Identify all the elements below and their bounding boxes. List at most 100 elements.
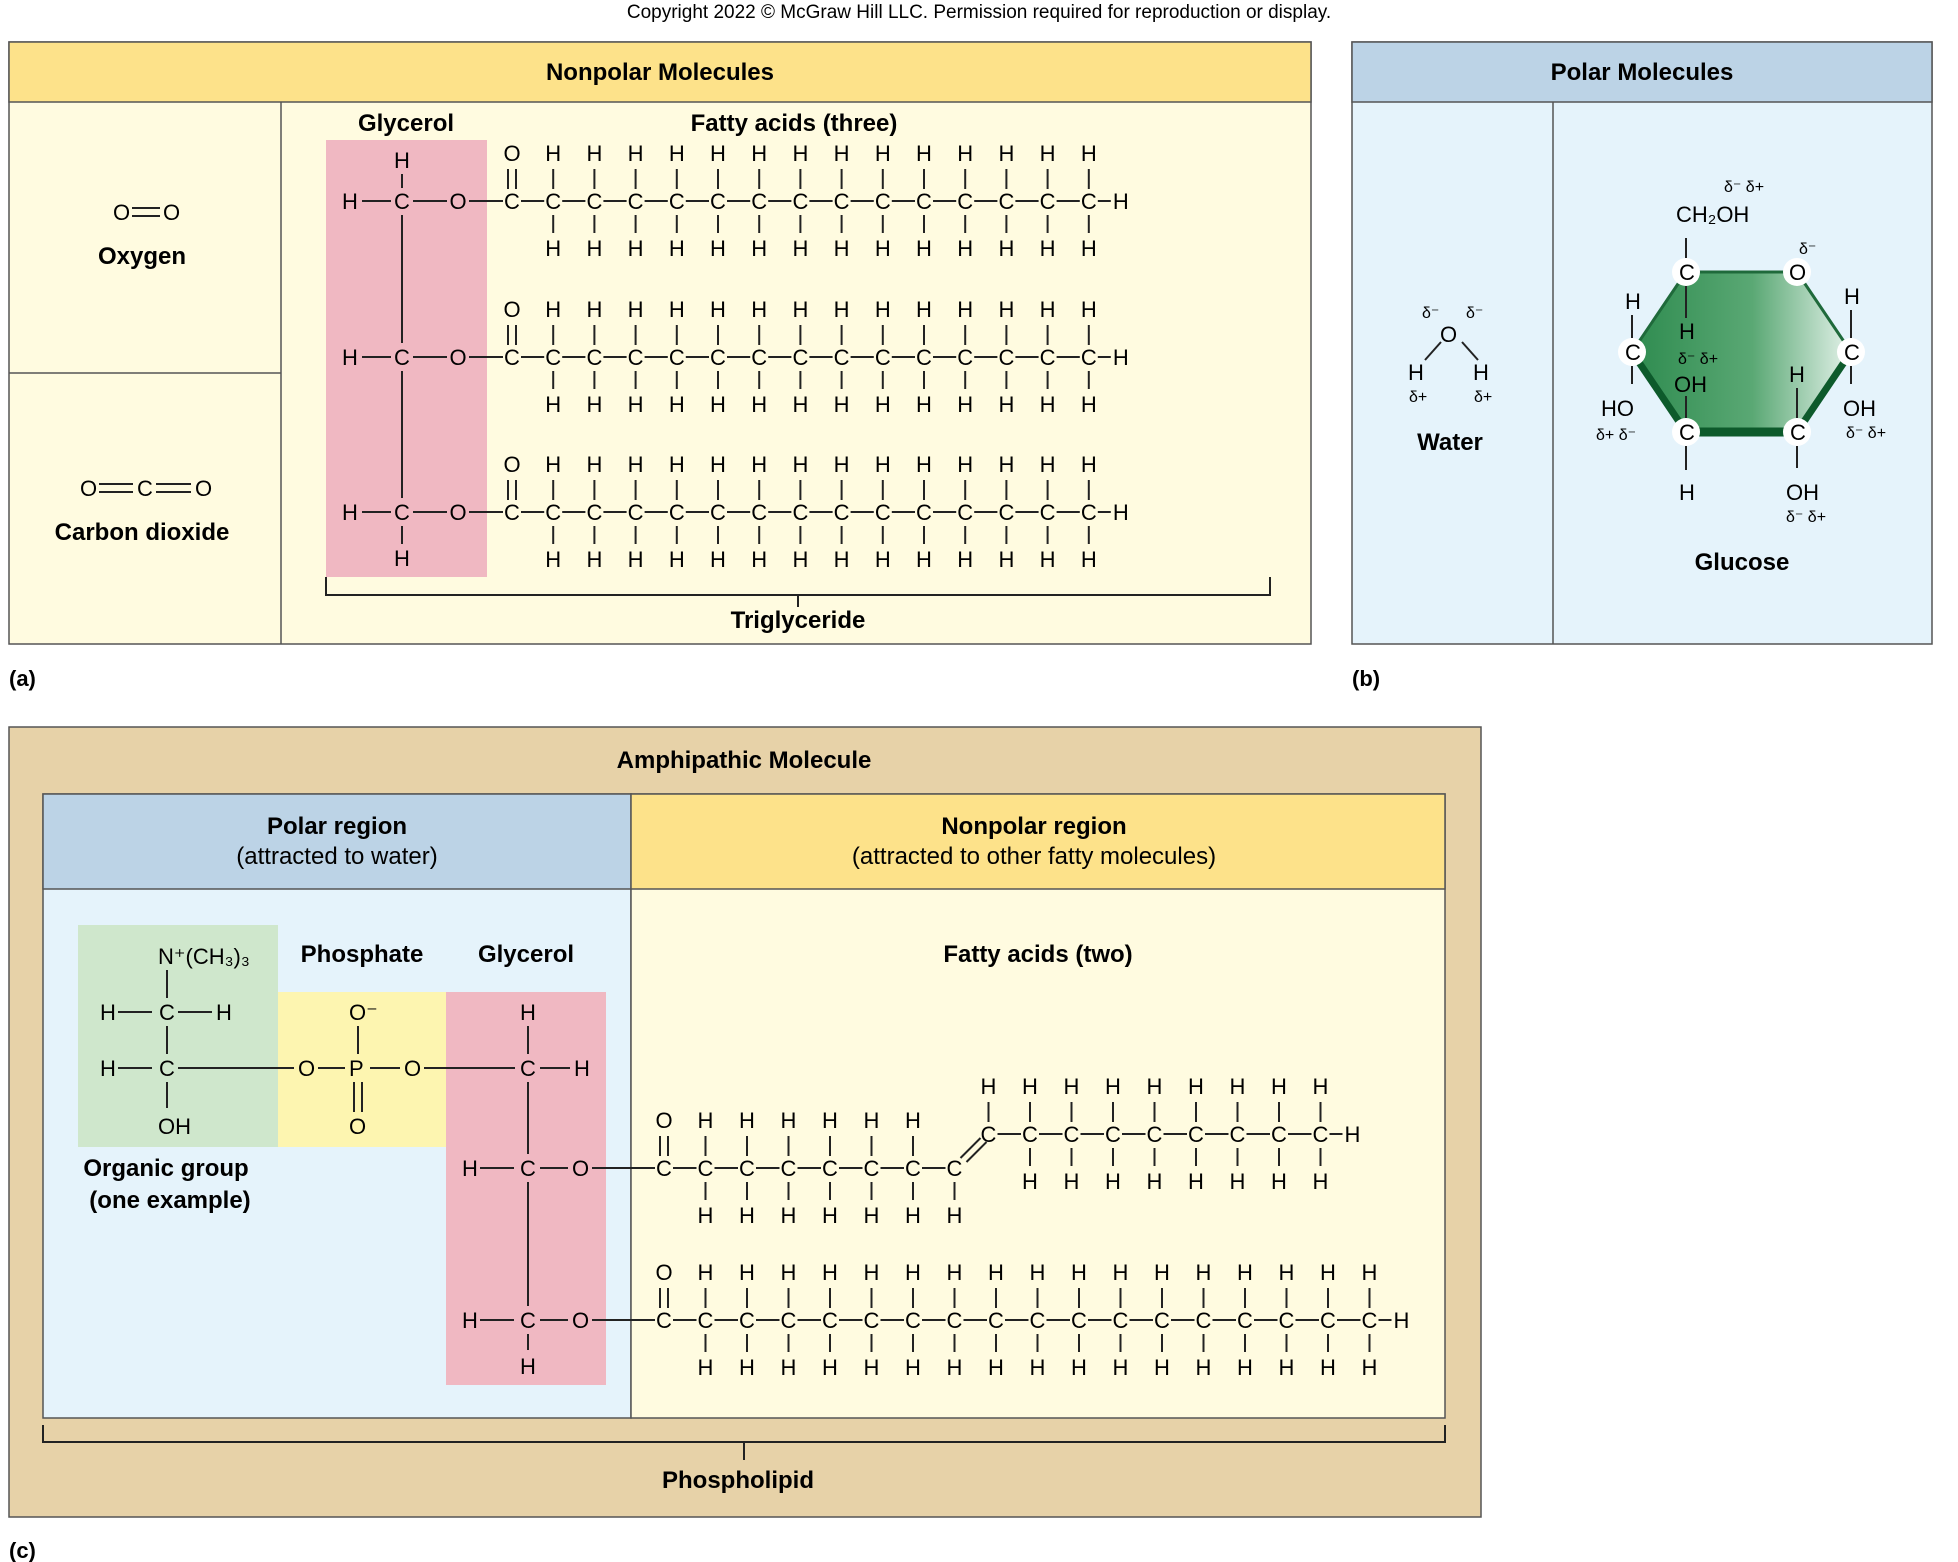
hydrogen: H — [710, 392, 726, 417]
hydrogen: H — [916, 547, 932, 572]
carbonyl-carbon: C — [504, 500, 520, 525]
panel-b: Polar Molecules δ⁻ δ⁻ O H H δ+ δ+ Water — [1351, 41, 1933, 691]
hydrogen: H — [822, 1260, 838, 1285]
hydrogen: H — [710, 547, 726, 572]
svg-text:δ⁻: δ⁻ — [1422, 305, 1439, 322]
hydrogen: H — [1345, 1122, 1361, 1147]
carbon: C — [1147, 1122, 1163, 1147]
copyright-text: Copyright 2022 © McGraw Hill LLC. Permis… — [627, 2, 1331, 23]
hydrogen: H — [998, 141, 1014, 166]
phosphate-label: Phosphate — [301, 941, 424, 968]
svg-text:H: H — [1408, 360, 1424, 385]
hydrogen: H — [916, 392, 932, 417]
hydrogen: H — [1022, 1169, 1038, 1194]
svg-text:C: C — [1679, 260, 1695, 285]
hydrogen: H — [957, 297, 973, 322]
hydrogen: H — [1147, 1074, 1163, 1099]
hydrogen: H — [628, 392, 644, 417]
carbon: C — [1071, 1308, 1087, 1333]
hydrogen: H — [710, 236, 726, 261]
hydrogen: H — [342, 500, 358, 525]
hydrogen: H — [957, 547, 973, 572]
panel-b-letter: (b) — [1352, 666, 1380, 691]
hydrogen: H — [628, 236, 644, 261]
carbon: C — [905, 1156, 921, 1181]
carbonyl-carbon: C — [504, 345, 520, 370]
hydrogen: H — [916, 236, 932, 261]
svg-text:H: H — [520, 1354, 536, 1379]
carbon: C — [781, 1156, 797, 1181]
hydrogen: H — [1064, 1169, 1080, 1194]
panel-a: Nonpolar Molecules O O Oxygen O C O Carb… — [8, 41, 1312, 691]
carbon: C — [864, 1156, 880, 1181]
carbon: C — [1040, 345, 1056, 370]
hydrogen: H — [698, 1355, 714, 1380]
hydrogen: H — [947, 1355, 963, 1380]
hydrogen: H — [916, 297, 932, 322]
svg-text:H: H — [1625, 289, 1641, 314]
hydrogen: H — [394, 148, 410, 173]
carbon: C — [669, 189, 685, 214]
svg-text:O: O — [163, 200, 180, 225]
svg-text:C: C — [520, 1056, 536, 1081]
hydrogen: H — [586, 297, 602, 322]
panel-a-body — [8, 41, 1312, 645]
hydrogen: H — [628, 141, 644, 166]
carbonyl-oxygen: O — [655, 1260, 672, 1285]
svg-text:C: C — [520, 1156, 536, 1181]
svg-text:δ⁻ δ+: δ⁻ δ+ — [1786, 509, 1826, 526]
carbon: C — [545, 189, 561, 214]
hydrogen: H — [710, 297, 726, 322]
hydrogen: H — [1147, 1169, 1163, 1194]
hydrogen: H — [710, 141, 726, 166]
carbon: C — [1362, 1308, 1378, 1333]
hydrogen: H — [1040, 236, 1056, 261]
hydrogen: H — [1040, 297, 1056, 322]
carbon: C — [628, 189, 644, 214]
hydrogen: H — [545, 452, 561, 477]
hydrogen: H — [834, 392, 850, 417]
svg-text:O: O — [572, 1308, 589, 1333]
carbon: C — [1196, 1308, 1212, 1333]
hydrogen: H — [875, 392, 891, 417]
hydrogen: H — [1081, 297, 1097, 322]
hydrogen: H — [957, 141, 973, 166]
hydrogen: H — [545, 141, 561, 166]
bond — [959, 1137, 982, 1159]
hydrogen: H — [822, 1355, 838, 1380]
hydrogen: H — [751, 452, 767, 477]
svg-text:O: O — [349, 1114, 366, 1139]
carbonyl-oxygen: O — [503, 452, 520, 477]
hydrogen: H — [1022, 1074, 1038, 1099]
carbon: C — [1188, 1122, 1204, 1147]
hydrogen: H — [1064, 1074, 1080, 1099]
carbon: C — [1230, 1122, 1246, 1147]
panel-a-title: Nonpolar Molecules — [546, 59, 774, 86]
hydrogen: H — [751, 392, 767, 417]
hydrogen: H — [1113, 1355, 1129, 1380]
hydrogen: H — [545, 236, 561, 261]
svg-text:C: C — [159, 1000, 175, 1025]
hydrogen: H — [751, 297, 767, 322]
carbon: C — [710, 189, 726, 214]
hydrogen: H — [586, 141, 602, 166]
polar-region-subtitle: (attracted to water) — [236, 843, 437, 870]
hydrogen: H — [1113, 500, 1129, 525]
carbon: C — [1040, 500, 1056, 525]
hydrogen: H — [1196, 1260, 1212, 1285]
carbon: C — [710, 500, 726, 525]
carbon: C — [998, 189, 1014, 214]
panel-b-header — [1351, 41, 1933, 103]
carbon: C — [1081, 189, 1097, 214]
hydrogen: H — [1113, 345, 1129, 370]
hydrogen: H — [1071, 1355, 1087, 1380]
hydrogen: H — [1188, 1169, 1204, 1194]
hydrogen: H — [792, 236, 808, 261]
hydrogen: H — [1040, 141, 1056, 166]
svg-text:OH: OH — [158, 1114, 191, 1139]
hydrogen: H — [1196, 1355, 1212, 1380]
carbon: C — [822, 1156, 838, 1181]
hydrogen: H — [342, 189, 358, 214]
carbon: C — [875, 500, 891, 525]
hydrogen: H — [1071, 1260, 1087, 1285]
